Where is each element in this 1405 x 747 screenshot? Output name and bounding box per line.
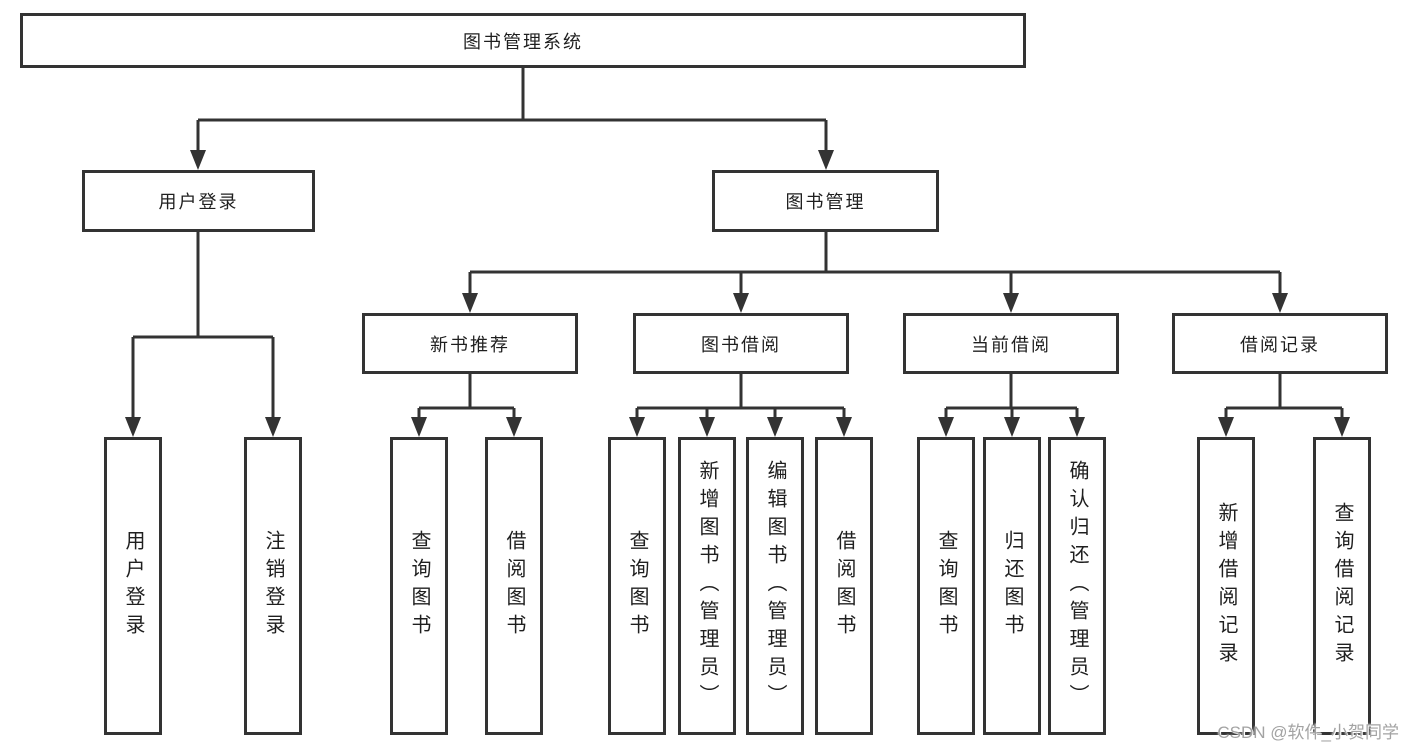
- node-label: 查询图书: [626, 530, 648, 642]
- node-return-books: 归还图书: [983, 437, 1041, 735]
- node-query-borrow-record: 查询借阅记录: [1313, 437, 1371, 735]
- node-label: 新增图书（管理员）: [696, 460, 718, 712]
- connector-user-login-to-leaves: [131, 232, 275, 419]
- node-add-books-admin: 新增图书（管理员）: [678, 437, 736, 735]
- node-label: 查询图书: [935, 530, 957, 642]
- node-label: 借阅记录: [1240, 334, 1320, 355]
- node-label: 图书管理系统: [463, 31, 583, 52]
- connector-book-management-to-level3: [468, 232, 1282, 295]
- arrowhead: [733, 293, 749, 313]
- arrowhead: [411, 417, 427, 437]
- node-label: 当前借阅: [971, 334, 1051, 355]
- arrowhead: [1334, 417, 1350, 437]
- connector-book-borrowing-to-leaves: [635, 374, 846, 421]
- arrowhead: [462, 293, 478, 313]
- connector-new-book-recommend-to-leaves: [417, 374, 516, 421]
- node-label: 图书借阅: [701, 334, 781, 355]
- arrowhead: [1272, 293, 1288, 313]
- node-user-login: 用户登录: [104, 437, 162, 735]
- node-label: 图书管理: [785, 192, 866, 212]
- node-book-borrowing: 图书借阅: [633, 313, 849, 374]
- node-label: 查询借阅记录: [1331, 502, 1353, 670]
- arrowhead: [1069, 417, 1085, 437]
- node-current-borrowing: 当前借阅: [903, 313, 1119, 374]
- node-logout: 注销登录: [244, 437, 302, 735]
- node-query-books-recommend: 查询图书: [390, 437, 448, 735]
- connector-current-borrowing-to-leaves: [944, 374, 1079, 421]
- node-book-management: 图书管理: [712, 170, 939, 232]
- node-query-books-borrowing: 查询图书: [608, 437, 666, 735]
- node-borrow-books-recommend: 借阅图书: [485, 437, 543, 735]
- node-borrow-books: 借阅图书: [815, 437, 873, 735]
- node-label: 归还图书: [1001, 530, 1023, 642]
- node-label: 查询图书: [408, 530, 430, 642]
- node-user-login-group: 用户登录: [82, 170, 315, 232]
- arrowhead: [818, 150, 834, 170]
- connector-root-to-level2: [196, 68, 828, 152]
- node-query-books-current: 查询图书: [917, 437, 975, 735]
- arrowhead: [125, 417, 141, 437]
- node-label: 新书推荐: [430, 334, 510, 355]
- node-new-book-recommend: 新书推荐: [362, 313, 578, 374]
- node-label: 借阅图书: [833, 530, 855, 642]
- arrowhead: [836, 417, 852, 437]
- node-borrow-records: 借阅记录: [1172, 313, 1388, 374]
- node-label: 确认归还（管理员）: [1066, 460, 1088, 712]
- node-label: 借阅图书: [503, 530, 525, 642]
- arrowhead: [1004, 417, 1020, 437]
- node-confirm-return-admin: 确认归还（管理员）: [1048, 437, 1106, 735]
- arrowhead: [938, 417, 954, 437]
- arrowhead: [1218, 417, 1234, 437]
- node-add-borrow-record: 新增借阅记录: [1197, 437, 1255, 735]
- node-edit-books-admin: 编辑图书（管理员）: [746, 437, 804, 735]
- node-label: 新增借阅记录: [1215, 502, 1237, 670]
- arrowhead: [190, 150, 206, 170]
- node-label: 注销登录: [262, 530, 284, 642]
- node-library-system: 图书管理系统: [20, 13, 1026, 68]
- arrowhead: [767, 417, 783, 437]
- arrowhead: [1003, 293, 1019, 313]
- arrowhead: [699, 417, 715, 437]
- node-label: 用户登录: [122, 530, 144, 642]
- arrowhead: [506, 417, 522, 437]
- node-label: 用户登录: [158, 192, 239, 212]
- arrowhead: [629, 417, 645, 437]
- connector-borrow-records-to-leaves: [1224, 374, 1344, 421]
- arrowhead: [265, 417, 281, 437]
- csdn-watermark: CSDN @软件_小贺同学: [1217, 723, 1399, 742]
- node-label: 编辑图书（管理员）: [764, 460, 786, 712]
